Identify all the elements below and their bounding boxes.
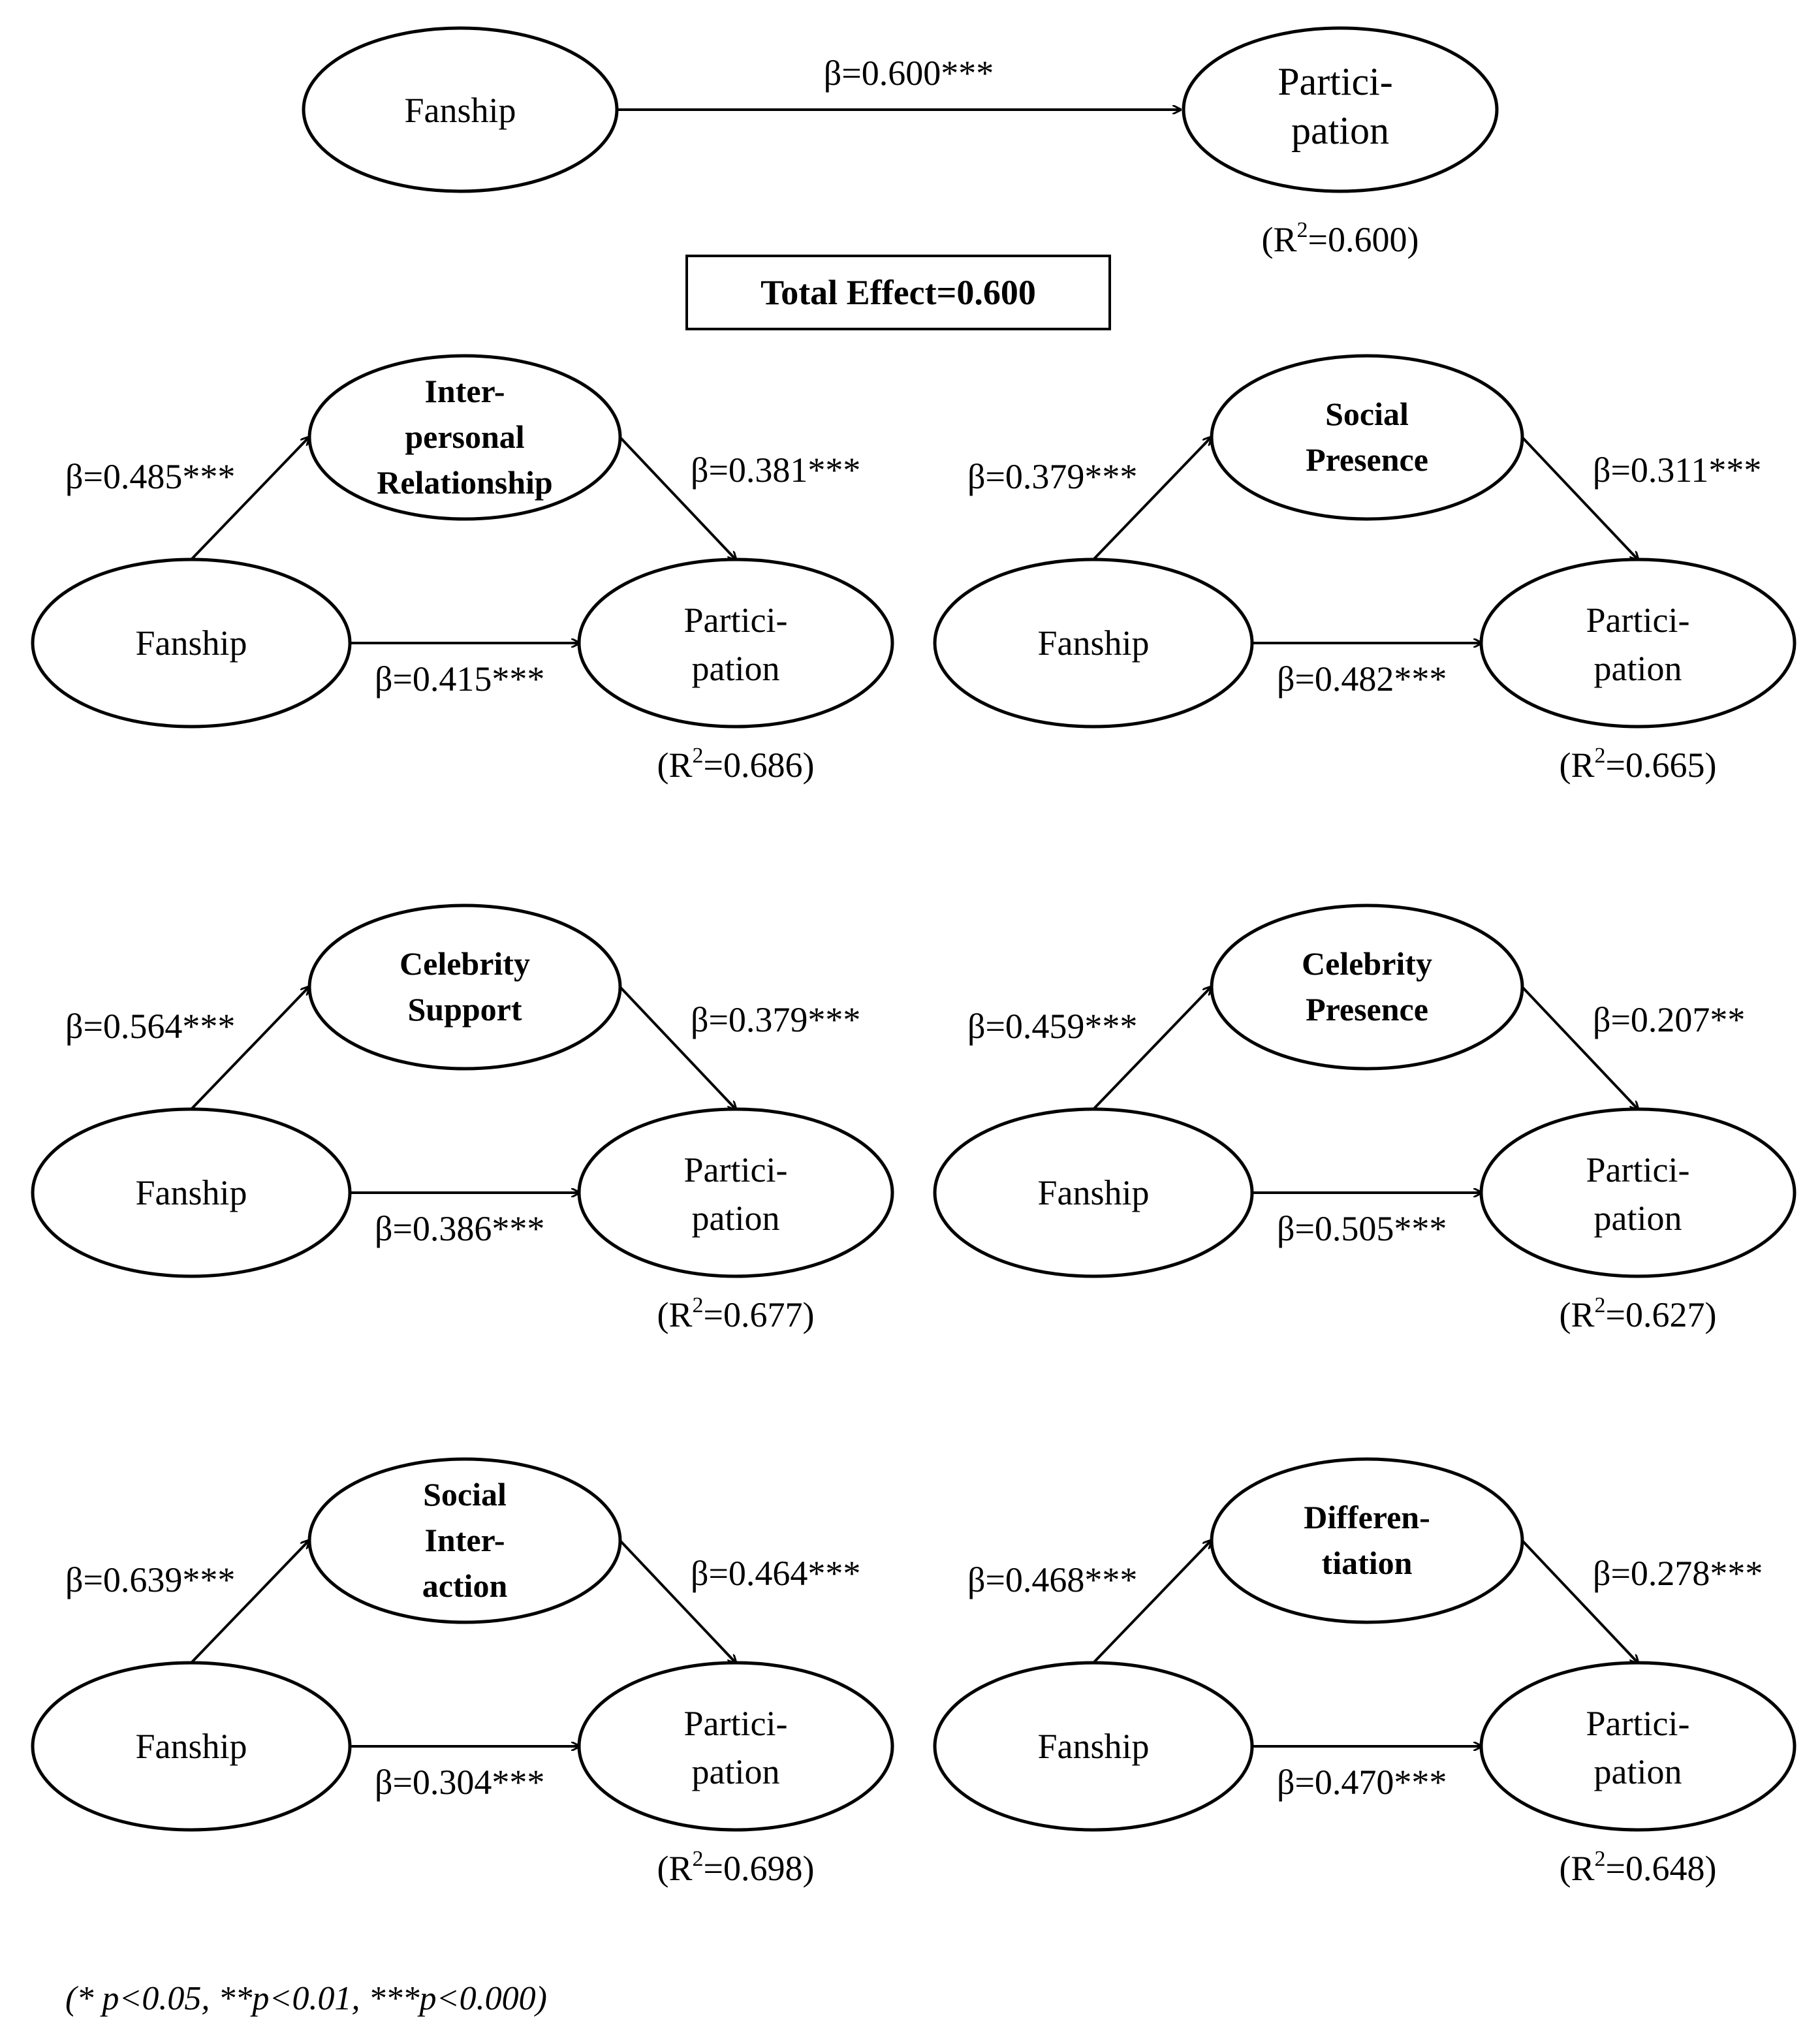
outcome-node	[577, 558, 894, 729]
outcome-label: Partici-pation	[684, 601, 788, 688]
beta-c-label: β=0.415***	[375, 659, 544, 699]
r2-label: (R2=0.698)	[657, 1847, 815, 1888]
predictor-label: Fanship	[1037, 1727, 1149, 1766]
beta-b-label: β=0.381***	[691, 450, 860, 490]
beta-b-label: β=0.278***	[1593, 1554, 1763, 1593]
beta-a-label: β=0.485***	[65, 457, 235, 496]
path-b-arrow	[619, 436, 736, 559]
top-r2-label: (R2=0.600)	[1262, 218, 1419, 259]
top-beta-label: β=0.600***	[824, 54, 994, 93]
mediator-node	[1210, 1457, 1524, 1624]
path-b-arrow	[1521, 986, 1638, 1109]
outcome-node	[1479, 1107, 1796, 1278]
total-effect-frame	[685, 255, 1111, 330]
beta-a-label: β=0.379***	[967, 457, 1137, 496]
top-participation-node	[1182, 26, 1499, 193]
mediator-node	[1210, 354, 1524, 521]
beta-b-label: β=0.464***	[691, 1554, 860, 1593]
beta-c-label: β=0.386***	[375, 1209, 544, 1248]
total-effect-box: Total Effect=0.600	[685, 255, 1111, 330]
r2-label: (R2=0.648)	[1560, 1847, 1717, 1888]
path-a-arrow	[190, 437, 309, 561]
path-b-arrow	[619, 986, 736, 1109]
outcome-label: Partici-pation	[684, 1150, 788, 1238]
top-participation-label: Partici- pation	[1278, 60, 1403, 152]
path-a-arrow	[190, 1541, 309, 1664]
r2-label: (R2=0.627)	[1560, 1293, 1717, 1334]
path-a-arrow	[190, 987, 309, 1110]
beta-c-label: β=0.304***	[375, 1763, 544, 1802]
total-effect-label: Total Effect=0.600	[761, 273, 1036, 312]
outcome-node	[1479, 558, 1796, 729]
outcome-label: Partici-pation	[684, 1704, 788, 1791]
r2-label: (R2=0.686)	[657, 744, 815, 785]
mediator-label: Differen-tiation	[1304, 1499, 1430, 1581]
predictor-label: Fanship	[1037, 623, 1149, 663]
outcome-label: Partici-pation	[1586, 601, 1690, 688]
predictor-label: Fanship	[135, 623, 247, 663]
mediator-node	[1210, 904, 1524, 1071]
beta-a-label: β=0.468***	[967, 1560, 1137, 1599]
outcome-node	[577, 1661, 894, 1832]
beta-c-label: β=0.470***	[1277, 1763, 1447, 1802]
path-b-arrow	[1521, 436, 1638, 559]
beta-a-label: β=0.564***	[65, 1007, 235, 1046]
predictor-label: Fanship	[1037, 1173, 1149, 1212]
r2-label: (R2=0.677)	[657, 1293, 815, 1334]
beta-b-label: β=0.379***	[691, 1000, 860, 1039]
beta-b-label: β=0.311***	[1593, 450, 1761, 490]
predictor-label: Fanship	[135, 1727, 247, 1766]
top-fanship-label: Fanship	[404, 91, 516, 130]
outcome-label: Partici-pation	[1586, 1150, 1690, 1238]
outcome-node	[1479, 1661, 1796, 1832]
path-b-arrow	[619, 1539, 736, 1663]
mediator-node	[307, 904, 622, 1071]
outcome-label: Partici-pation	[1586, 1704, 1690, 1791]
predictor-label: Fanship	[135, 1173, 247, 1212]
beta-c-label: β=0.482***	[1277, 659, 1447, 699]
beta-b-label: β=0.207**	[1593, 1000, 1745, 1039]
beta-c-label: β=0.505***	[1277, 1209, 1447, 1248]
outcome-node	[577, 1107, 894, 1278]
significance-note: (* p<0.05, **p<0.01, ***p<0.000)	[65, 1980, 547, 2017]
r2-label: (R2=0.665)	[1560, 744, 1717, 785]
path-a-arrow	[1092, 987, 1211, 1110]
path-a-arrow	[1092, 437, 1211, 561]
beta-a-label: β=0.639***	[65, 1560, 235, 1599]
path-a-arrow	[1092, 1541, 1211, 1664]
top-model: Fanship Partici- pation β=0.600*** (R2=0…	[302, 26, 1499, 259]
beta-a-label: β=0.459***	[967, 1007, 1137, 1046]
path-b-arrow	[1521, 1539, 1638, 1663]
